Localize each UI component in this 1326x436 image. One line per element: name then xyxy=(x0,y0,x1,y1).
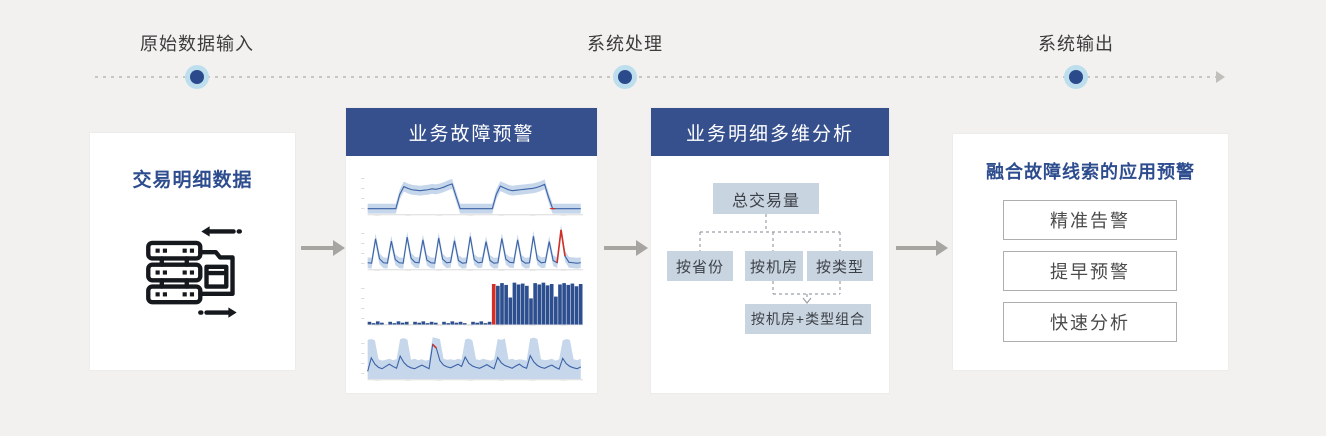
milestone-dot-icon xyxy=(185,65,209,89)
tree-node-by-province: 按省份 xyxy=(667,251,733,281)
output-item-early-warning: 提早预警 xyxy=(1003,251,1177,291)
output-card-title: 融合故障线索的应用预警 xyxy=(986,162,1195,182)
timeseries-chart-anomaly-bars xyxy=(360,276,583,326)
milestone-system-processing: 系统处理 xyxy=(515,30,735,89)
milestone-dot-icon xyxy=(1064,65,1088,89)
timeline-dotted-line xyxy=(95,76,1217,78)
flow-arrow-icon xyxy=(604,240,648,256)
timeline-arrowhead-icon xyxy=(1216,71,1225,83)
multidim-analysis-panel: 业务明细多维分析 总交易量 按省份 按机房 按类型 按机房+类型组合 xyxy=(651,108,889,393)
tree-node-by-type: 按类型 xyxy=(807,251,873,281)
fault-alert-panel-title: 业务故障预警 xyxy=(346,108,597,156)
milestone-label: 系统处理 xyxy=(587,34,663,54)
timeseries-chart-spikes xyxy=(360,221,583,271)
tree-node-total-volume: 总交易量 xyxy=(713,183,819,214)
milestone-dot-icon xyxy=(613,65,637,89)
fault-alert-panel: 业务故障预警 xyxy=(346,108,597,393)
flow-arrow-icon xyxy=(301,240,345,256)
output-alert-card: 融合故障线索的应用预警 精准告警 提早预警 快速分析 xyxy=(953,134,1228,370)
multidim-analysis-panel-title: 业务明细多维分析 xyxy=(651,108,889,156)
tree-connectors xyxy=(699,214,841,304)
milestone-system-output: 系统输出 xyxy=(966,30,1186,89)
milestone-label: 原始数据输入 xyxy=(140,34,254,54)
flow-arrow-icon xyxy=(896,240,948,256)
tree-node-by-datacenter: 按机房 xyxy=(745,251,803,281)
tree-node-datacenter-type-combo: 按机房+类型组合 xyxy=(745,304,871,334)
output-item-fast-analysis: 快速分析 xyxy=(1003,302,1177,342)
input-card-title: 交易明细数据 xyxy=(132,170,253,191)
output-item-precise-alert: 精准告警 xyxy=(1003,200,1177,240)
timeseries-chart-band-blocks xyxy=(360,331,583,381)
fault-alert-charts xyxy=(346,156,597,381)
dimension-tree: 总交易量 按省份 按机房 按类型 按机房+类型组合 xyxy=(651,156,889,393)
input-data-card: 交易明细数据 xyxy=(90,133,295,370)
server-data-exchange-icon xyxy=(145,226,242,318)
milestone-raw-data-input: 原始数据输入 xyxy=(87,30,307,89)
timeseries-chart-plateau xyxy=(360,166,583,216)
milestone-label: 系统输出 xyxy=(1038,34,1114,54)
